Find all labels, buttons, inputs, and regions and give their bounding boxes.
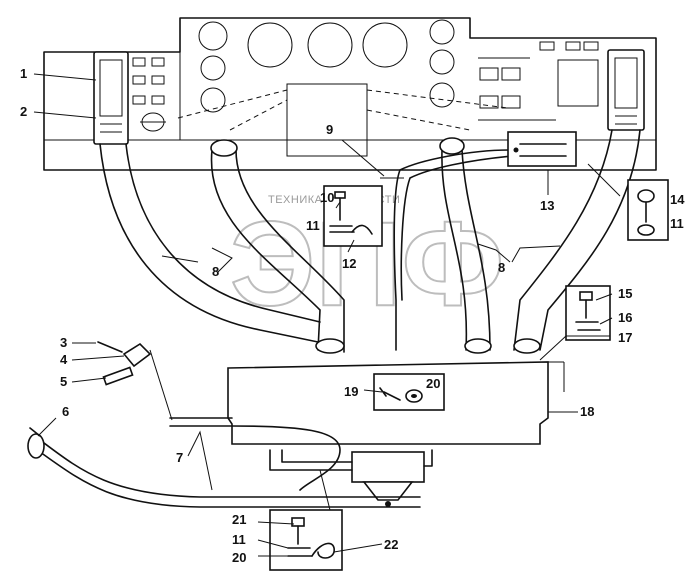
callout-9: 9 bbox=[326, 122, 333, 137]
gauge-icon bbox=[200, 55, 226, 81]
callout-16: 16 bbox=[618, 310, 632, 325]
callout-13: 13 bbox=[540, 198, 554, 213]
callout-11b: 11 bbox=[670, 216, 684, 231]
right-vent-nozzle bbox=[607, 49, 645, 131]
leader-lines bbox=[33, 73, 621, 557]
air-ducts bbox=[99, 129, 641, 354]
callout-20b: 20 bbox=[232, 550, 246, 565]
callout-labels: 1 2 3 4 5 6 7 8 8 9 10 11 12 13 14 11 15… bbox=[20, 66, 685, 565]
callout-5: 5 bbox=[60, 374, 67, 389]
callout-10: 10 bbox=[320, 190, 334, 205]
control-cable bbox=[380, 131, 577, 351]
gauge-icon bbox=[200, 87, 226, 113]
fastener-inset-15-17 bbox=[565, 285, 611, 341]
fastener-inset-19-20 bbox=[373, 373, 445, 411]
gauge-icon bbox=[362, 22, 408, 68]
callout-20a: 20 bbox=[426, 376, 440, 391]
callout-15: 15 bbox=[618, 286, 632, 301]
callout-2: 2 bbox=[20, 104, 27, 119]
callout-4: 4 bbox=[60, 352, 68, 367]
dashboard-panel bbox=[43, 17, 657, 171]
fastener-inset-10-12 bbox=[323, 185, 383, 247]
gauge-icon bbox=[429, 82, 455, 108]
callout-6: 6 bbox=[62, 404, 69, 419]
callout-12: 12 bbox=[342, 256, 356, 271]
gauge-icon bbox=[429, 49, 455, 75]
callout-21: 21 bbox=[232, 512, 246, 527]
callout-19: 19 bbox=[344, 384, 358, 399]
heater-unit bbox=[169, 361, 565, 507]
callout-18: 18 bbox=[580, 404, 594, 419]
callout-8a: 8 bbox=[212, 264, 219, 279]
callout-22: 22 bbox=[384, 537, 398, 552]
callout-11a: 11 bbox=[306, 218, 320, 233]
fastener-inset-21-22 bbox=[269, 509, 343, 571]
callout-3: 3 bbox=[60, 335, 67, 350]
control-panel bbox=[507, 131, 577, 167]
callout-1: 1 bbox=[20, 66, 27, 81]
parts-3-5 bbox=[97, 341, 173, 421]
gauge-icon bbox=[307, 22, 353, 68]
gauge-icon bbox=[198, 21, 228, 51]
callout-17: 17 bbox=[618, 330, 632, 345]
left-vent-nozzle bbox=[93, 51, 129, 145]
callout-11c: 11 bbox=[232, 532, 246, 547]
drain-tube bbox=[27, 427, 421, 508]
fastener-inset-14 bbox=[627, 179, 669, 241]
gauge-icon bbox=[429, 19, 455, 45]
gauge-icon bbox=[247, 22, 293, 68]
callout-14: 14 bbox=[670, 192, 685, 207]
callout-8b: 8 bbox=[498, 260, 505, 275]
callout-7: 7 bbox=[176, 450, 183, 465]
